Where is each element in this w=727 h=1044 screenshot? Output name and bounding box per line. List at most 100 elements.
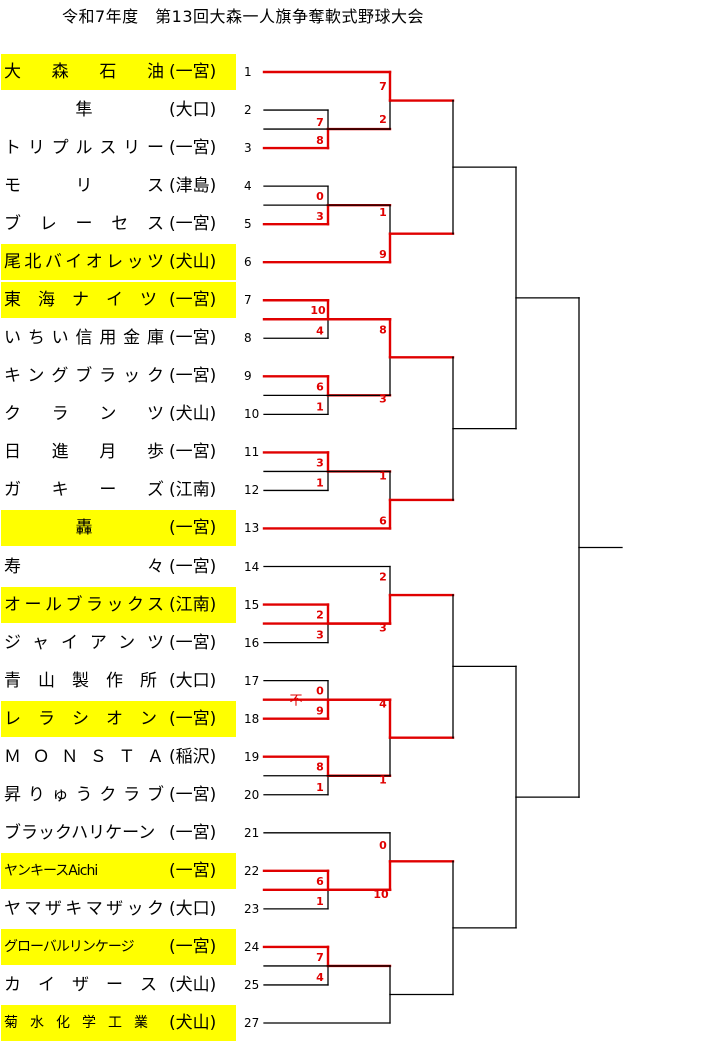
score-label: 7 xyxy=(316,116,324,129)
team-name: ガ キ ー ズ xyxy=(4,480,164,501)
team-row: ヤンキースAichi(一宮) xyxy=(1,852,236,889)
team-name: 隼 xyxy=(75,100,93,121)
team-seed: 3 xyxy=(244,141,252,156)
team-row: 青 山 製 作 所 (大口) xyxy=(1,663,236,699)
team-row: カ イ ザ ー ス (犬山) xyxy=(1,967,236,1003)
score-label: 4 xyxy=(379,698,387,711)
score-label: 1 xyxy=(379,206,387,219)
team-row: トリプルスリー(一宮) xyxy=(1,130,236,166)
team-name: 寿 々 xyxy=(4,556,164,577)
score-label: 2 xyxy=(316,609,324,622)
team-seed: 27 xyxy=(244,1016,260,1030)
team-seed: 11 xyxy=(244,445,260,460)
team-row: ジャイアンツ(一宮) xyxy=(1,625,236,661)
team-region: (一宮) xyxy=(169,290,217,311)
team-name: レ ラ シ オ ン xyxy=(4,708,157,729)
team-name: ブラックハリケーン xyxy=(4,822,156,843)
team-row: 東 海 ナ イ ツ (一宮) xyxy=(1,282,236,319)
team-seed: 9 xyxy=(244,369,252,384)
team-seed: 23 xyxy=(244,901,260,916)
team-seed: 12 xyxy=(244,483,260,498)
team-region: (一宮) xyxy=(169,328,217,349)
team-region: (大口) xyxy=(169,898,217,919)
score-label: 1 xyxy=(316,400,324,413)
team-row: いちい信用金庫(一宮) xyxy=(1,320,236,356)
team-seed: 24 xyxy=(244,939,260,954)
team-name: ヤマザキマザック xyxy=(4,898,164,919)
team-name: カ イ ザ ー ス xyxy=(4,974,157,995)
team-row: ガ キ ー ズ(江南) xyxy=(1,472,236,508)
team-name: いちい信用金庫 xyxy=(4,328,164,349)
team-seed: 6 xyxy=(244,255,252,270)
team-name: ジャイアンツ xyxy=(4,632,164,653)
score-label: 6 xyxy=(379,514,387,527)
team-region: (犬山) xyxy=(169,252,217,273)
score-label: 10 xyxy=(310,304,326,317)
team-region: (一宮) xyxy=(169,62,217,82)
score-label: 1 xyxy=(379,774,387,787)
score-label: 3 xyxy=(379,392,387,405)
score-label: 0 xyxy=(316,685,324,698)
team-region: (一宮) xyxy=(169,138,217,159)
team-region: (大口) xyxy=(169,670,217,691)
score-label: 0 xyxy=(379,839,387,852)
team-region: (一宮) xyxy=(169,860,217,881)
team-region: (一宮) xyxy=(169,442,217,463)
team-seed: 19 xyxy=(244,749,260,764)
team-row: 大 森 石 油(一宮) xyxy=(1,54,236,90)
team-name: キングブラック xyxy=(4,366,164,387)
score-label: 8 xyxy=(316,761,324,774)
team-row: ク ラ ン ツ(犬山) xyxy=(1,396,236,432)
team-seed: 7 xyxy=(244,293,252,308)
score-label: 4 xyxy=(316,324,324,337)
team-row: ブレーセス(一宮) xyxy=(1,206,236,242)
team-row: ＭＯＮＳＴＡ(稲沢) xyxy=(1,739,236,775)
score-label: 1 xyxy=(379,469,387,482)
team-seed: 18 xyxy=(244,711,260,726)
team-region: (犬山) xyxy=(169,974,217,995)
team-seed: 20 xyxy=(244,787,260,802)
team-name: ブレーセス xyxy=(4,214,164,235)
team-name: モ リ ス xyxy=(4,176,164,197)
team-name: 青 山 製 作 所 xyxy=(4,670,157,691)
team-region: (江南) xyxy=(169,480,217,501)
score-label: 2 xyxy=(379,113,387,126)
score-label: 0 xyxy=(316,190,324,203)
team-row: 日 進 月 歩(一宮) xyxy=(1,434,236,470)
team-name: 東 海 ナ イ ツ xyxy=(4,290,157,311)
team-name: 大 森 石 油 xyxy=(4,62,164,82)
team-region: (津島) xyxy=(169,176,217,197)
team-row: 菊 水 化 学 工 業 (犬山) xyxy=(1,1005,236,1041)
team-region: (犬山) xyxy=(169,1013,217,1033)
team-seed: 22 xyxy=(244,863,260,878)
team-row: グローバルリンケージ(一宮) xyxy=(1,928,236,965)
team-row: キングブラック(一宮) xyxy=(1,358,236,394)
score-label: 6 xyxy=(316,875,324,888)
score-label: 7 xyxy=(379,80,387,93)
score-label: 8 xyxy=(316,134,324,147)
team-seed: 16 xyxy=(244,635,260,650)
team-name: グローバルリンケージ xyxy=(4,938,135,955)
team-name: 菊 水 化 学 工 業 xyxy=(4,1015,148,1031)
team-seed: 5 xyxy=(244,217,252,232)
team-row: ブラックハリケーン(一宮) xyxy=(1,815,236,851)
team-row: 尾北バイオレッツ(犬山) xyxy=(1,244,236,281)
score-label: 1 xyxy=(316,895,324,908)
team-region: (一宮) xyxy=(169,708,217,729)
score-label: 4 xyxy=(316,971,324,984)
team-region: (一宮) xyxy=(169,518,217,539)
score-label: 8 xyxy=(379,323,387,336)
team-seed: 10 xyxy=(244,407,260,422)
team-region: (江南) xyxy=(169,594,217,615)
score-label: 不 xyxy=(289,694,302,709)
score-label: 9 xyxy=(316,705,324,718)
team-seed: 4 xyxy=(244,179,252,194)
score-label: 3 xyxy=(316,629,324,642)
team-seed: 2 xyxy=(244,103,252,118)
score-label: 1 xyxy=(316,781,324,794)
score-label: 10 xyxy=(373,888,389,901)
team-name: 轟 xyxy=(75,518,93,539)
score-label: 2 xyxy=(379,571,387,584)
team-row: 轟 (一宮) xyxy=(1,510,236,547)
